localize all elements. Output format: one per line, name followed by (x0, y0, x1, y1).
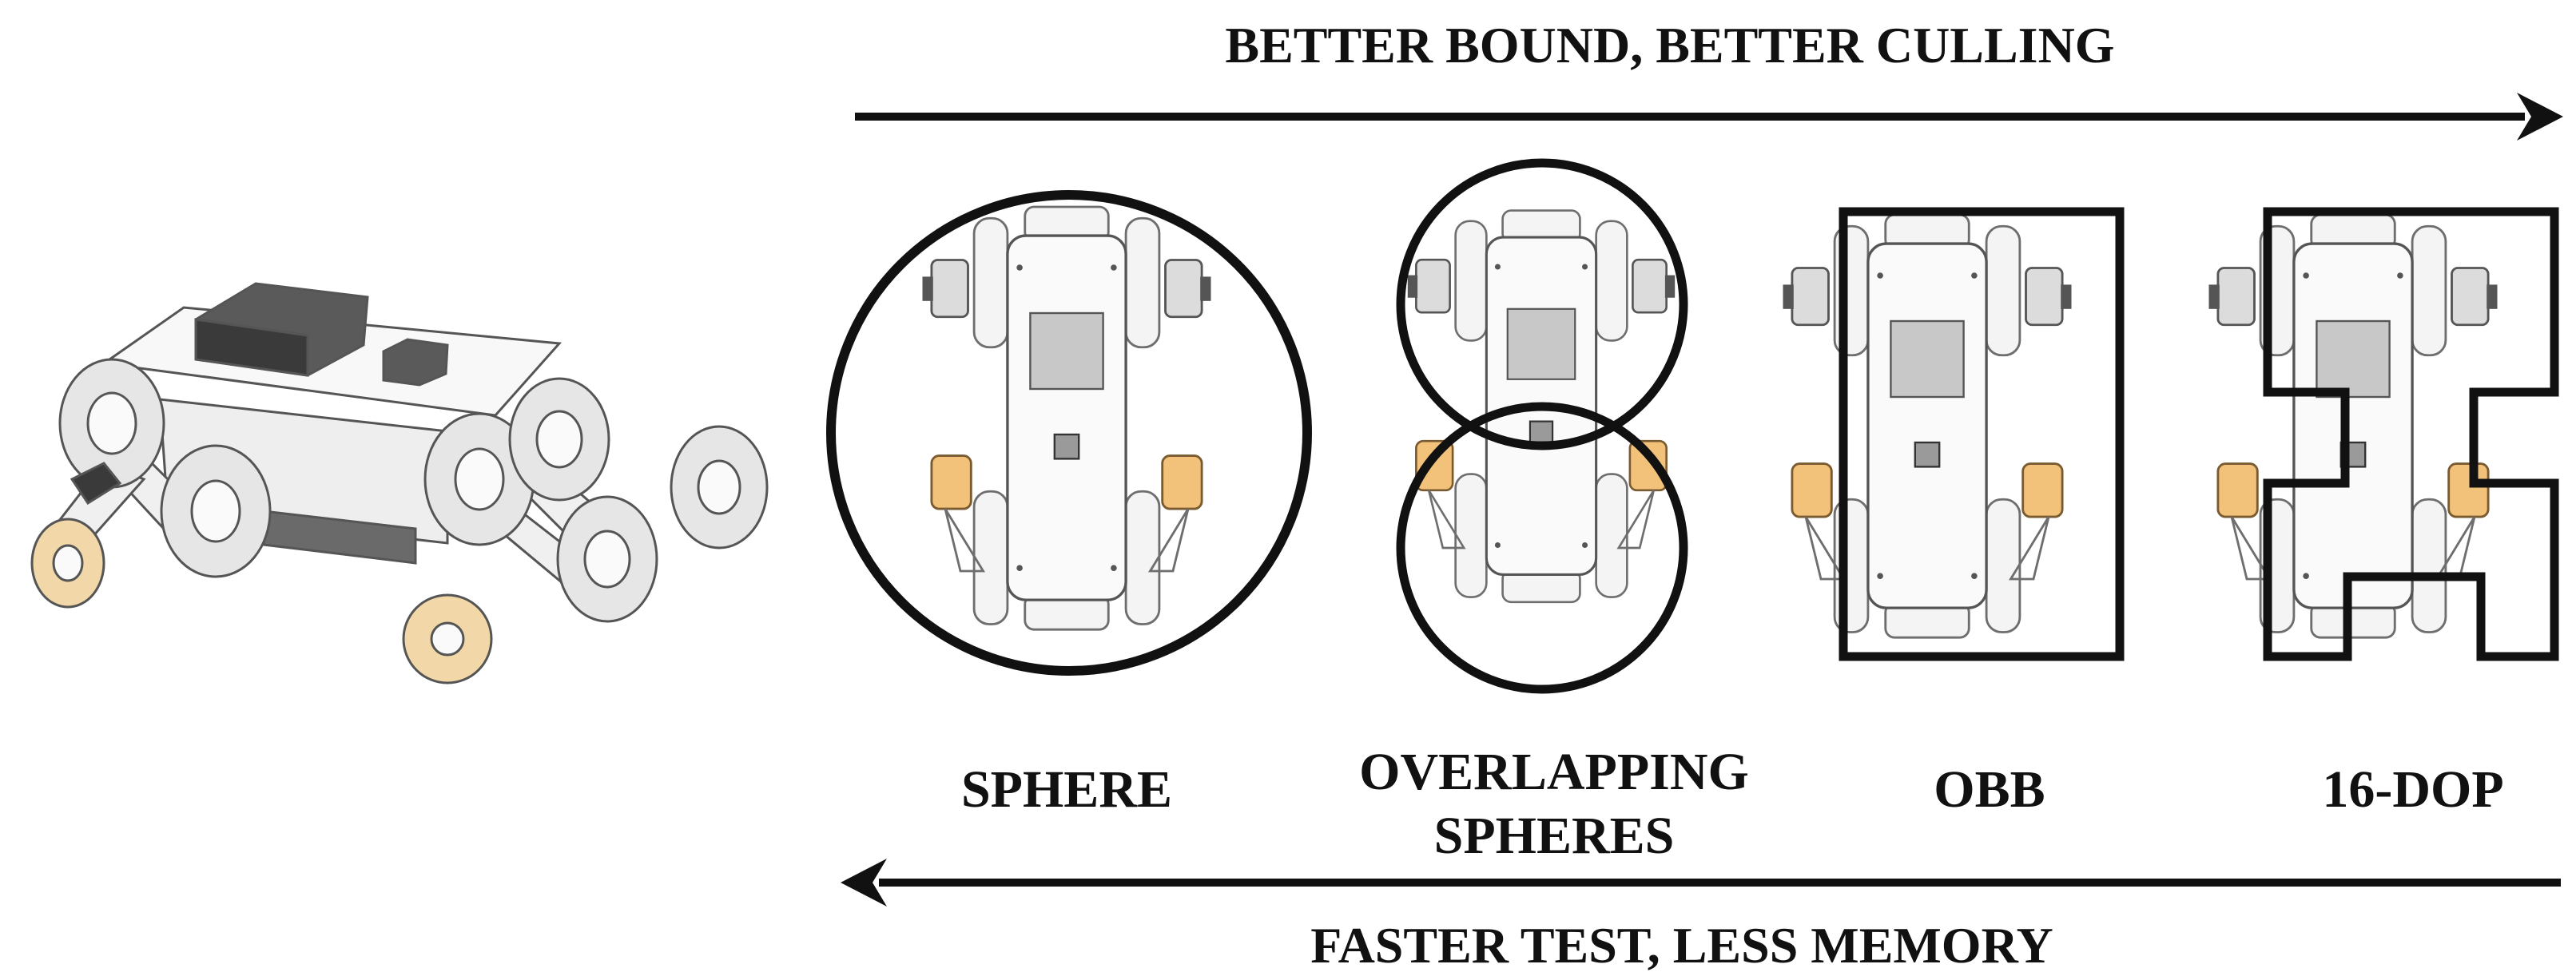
robot-isometric-image (30, 282, 769, 684)
bottom-arrow (841, 859, 2561, 907)
top-arrow (855, 93, 2563, 141)
sphere-label: SPHERE (961, 760, 1172, 819)
bottom-arrow-label: FASTER TEST, LESS MEMORY (1310, 917, 2053, 974)
overlapping-spheres-label-line2: SPHERES (1434, 807, 1675, 865)
overlapping-spheres-label-line1: OVERLAPPING (1359, 743, 1749, 801)
16-dop-label: 16-DOP (2322, 760, 2503, 819)
top-arrow-label: BETTER BOUND, BETTER CULLING (1225, 17, 2114, 73)
obb-volume (1781, 207, 2125, 661)
16-dop-volume (2207, 207, 2559, 661)
overlapping-spheres-volume (1396, 158, 1688, 694)
sphere-volume (826, 190, 1312, 676)
obb-label: OBB (1934, 760, 2045, 819)
